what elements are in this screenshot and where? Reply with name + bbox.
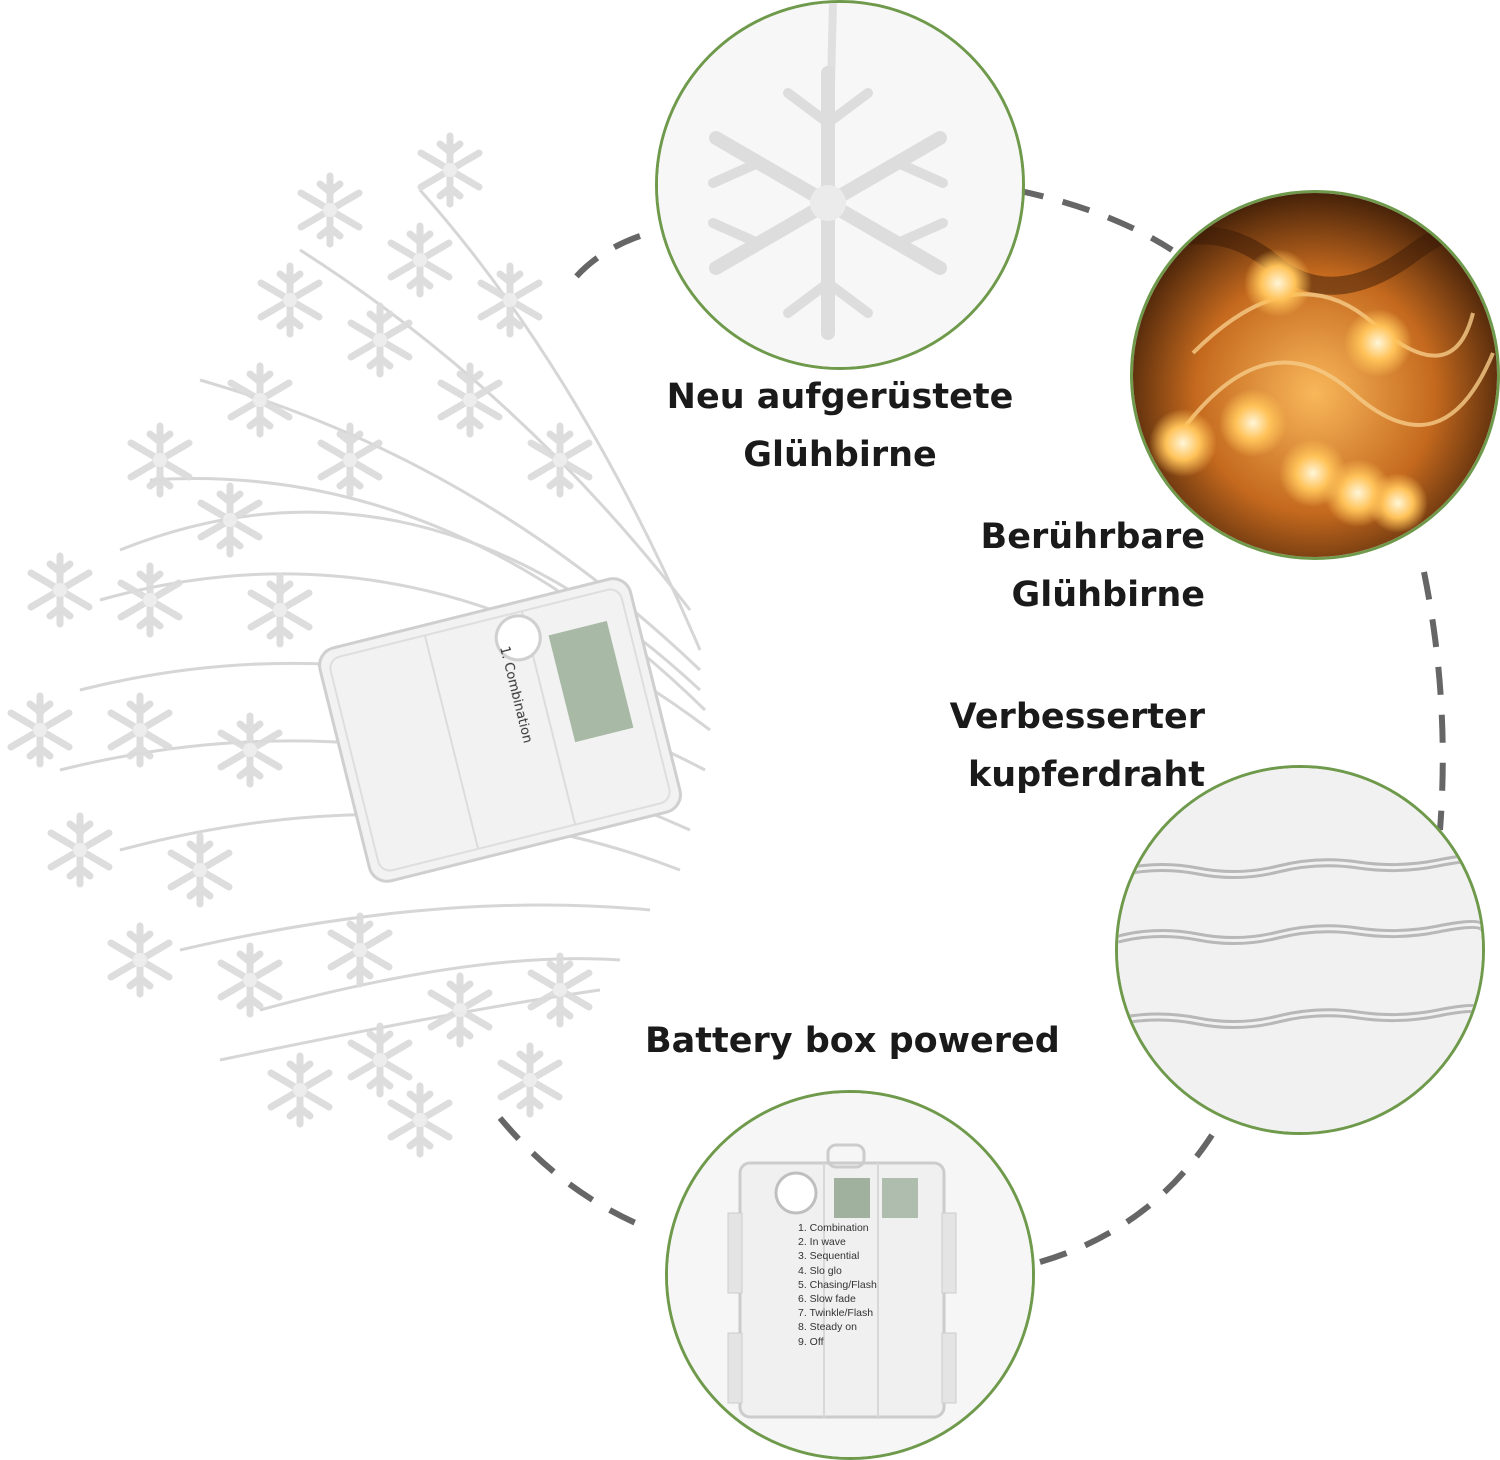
battery-modes-list: 1. Combination 2. In wave 3. Sequential … — [798, 1221, 877, 1349]
dash-arc-right — [1421, 571, 1446, 831]
battery-mode-item: 5. Chasing/Flash — [798, 1278, 877, 1291]
battery-mode-item: 7. Twinkle/Flash — [798, 1307, 874, 1320]
circle-snowflake-bulb — [655, 0, 1025, 370]
product-snowflake-cluster-image: 1. Combination — [0, 130, 711, 1160]
battery-mode-item: 1. Combination — [798, 1222, 869, 1234]
copper-wire-closeup-image — [1118, 768, 1482, 1132]
label-upgraded-bulb-line2: Glühbirne — [743, 435, 937, 475]
label-touchable-bulb-line1: Berührbare — [980, 517, 1205, 557]
dash-arc-bottom-left — [497, 1116, 642, 1228]
label-upgraded-bulb-line1: Neu aufgerüstete — [666, 377, 1014, 417]
dash-arc-top-left — [572, 233, 641, 281]
circle-warm-glow — [1130, 190, 1500, 560]
battery-mode-item: 9. Off — [798, 1335, 824, 1348]
circle-copper-wire — [1115, 765, 1485, 1135]
warm-glow-lights-image — [1133, 193, 1497, 557]
label-battery-powered: Battery box powered — [645, 1012, 1085, 1070]
label-upgraded-bulb: Neu aufgerüstete Glühbirne — [660, 368, 1020, 484]
battery-mode-item: 4. Slo glo — [798, 1264, 842, 1277]
battery-mode-item: 3. Sequential — [798, 1250, 860, 1263]
battery-box-main: 1. Combination — [318, 577, 682, 883]
battery-mode-item: 2. In wave — [798, 1236, 846, 1249]
circle-battery-box: 1. Combination 2. In wave 3. Sequential … — [665, 1090, 1035, 1460]
label-copper-wire-line2: kupferdraht — [967, 755, 1205, 795]
label-touchable-bulb-line2: Glühbirne — [1011, 575, 1205, 615]
label-battery-powered-text: Battery box powered — [645, 1021, 1060, 1061]
dash-arc-top-right — [1015, 187, 1174, 253]
battery-mode-item: 6. Slow fade — [798, 1293, 856, 1306]
snowflake-bulb-closeup-image — [658, 3, 1022, 367]
dash-arc-bottom-right — [1039, 1133, 1215, 1265]
label-copper-wire: Verbesserter kupferdraht — [880, 688, 1205, 804]
label-copper-wire-line1: Verbesserter — [949, 697, 1205, 737]
label-touchable-bulb: Berührbare Glühbirne — [900, 508, 1205, 624]
battery-box-closeup-image — [668, 1093, 1032, 1457]
battery-mode-item: 8. Steady on — [798, 1321, 857, 1334]
